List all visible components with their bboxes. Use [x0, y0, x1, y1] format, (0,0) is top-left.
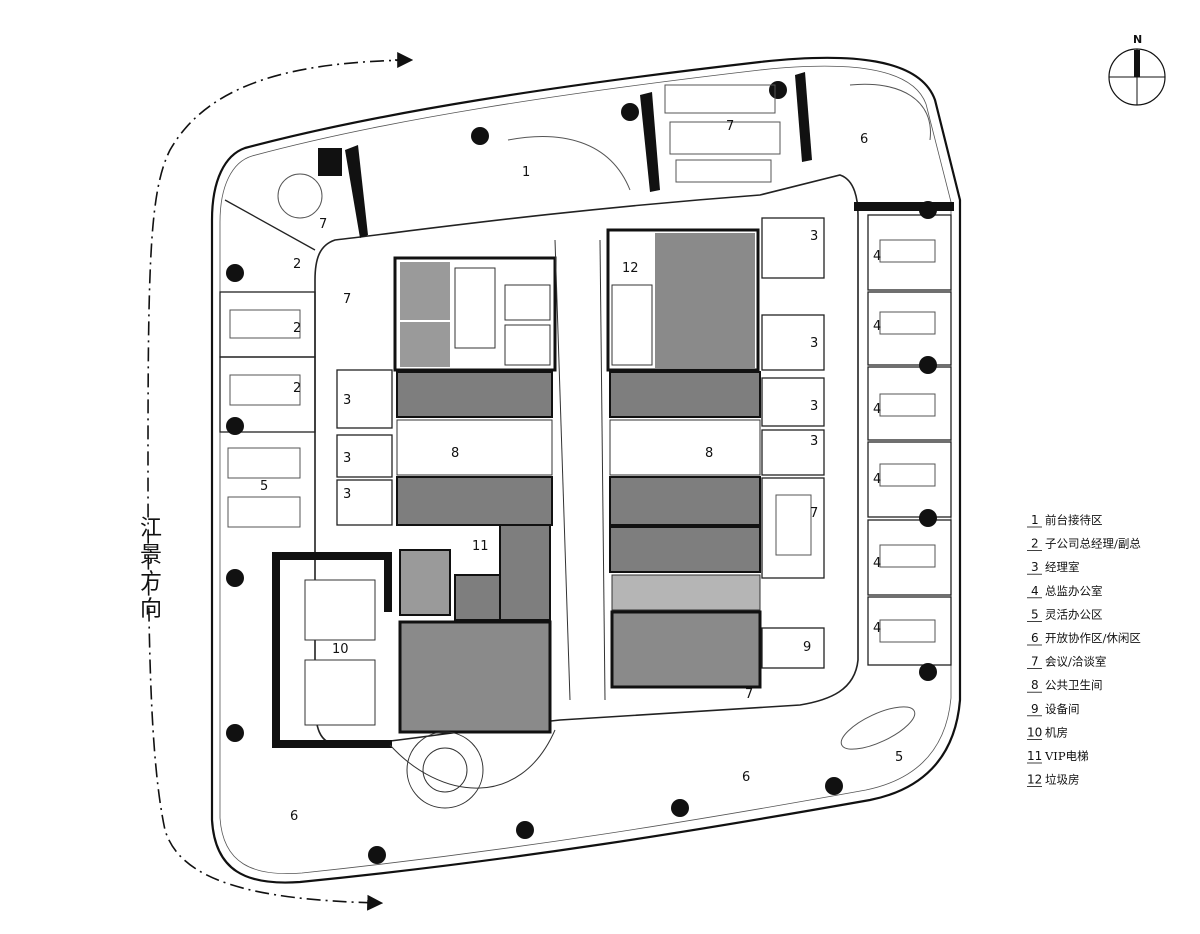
atrium — [389, 239, 606, 809]
legend-text: 公共卫生间 — [1045, 678, 1103, 692]
room-label: 6 — [742, 770, 750, 785]
building-envelope — [210, 56, 962, 884]
legend-item: 7 会议/洽谈室 — [1027, 655, 1106, 669]
legend-number: 7 — [1031, 655, 1039, 669]
room-label: 6 — [290, 809, 298, 824]
legend-text: 子公司总经理/副总 — [1045, 537, 1141, 551]
legend-number: 6 — [1031, 631, 1039, 645]
east-offices — [761, 214, 952, 669]
legend-number: 3 — [1031, 560, 1039, 574]
legend-text: 设备间 — [1045, 702, 1080, 716]
legend-text: 总监办公室 — [1045, 584, 1103, 598]
river-label: 江 景 方 向 — [140, 516, 162, 622]
river-label-char: 方 — [140, 570, 162, 595]
legend-text: 灵活办公区 — [1045, 607, 1103, 621]
river-label-char: 向 — [140, 597, 162, 622]
legend-item: 9 设备间 — [1027, 702, 1080, 717]
legend-text: 开放协作区/休闲区 — [1045, 631, 1141, 645]
legend-item: 2 子公司总经理/副总 — [1027, 537, 1141, 551]
room-label: 2 — [293, 321, 301, 336]
legend-text: 会议/洽谈室 — [1045, 655, 1106, 669]
legend: 1 前台接待区 2 子公司总经理/副总 3 经理室 4 总监办公室 5 灵活办公区 6 开放协作区/休… — [1027, 513, 1141, 787]
legend-number: 8 — [1031, 678, 1039, 692]
room-label: 4 — [873, 472, 881, 487]
legend-item: 4 总监办公室 — [1027, 584, 1103, 599]
room-label: 4 — [873, 402, 881, 417]
room-label: 2 — [293, 381, 301, 396]
room-label: 4 — [873, 556, 881, 571]
legend-number: 12 — [1027, 773, 1042, 787]
legend-number: 5 — [1031, 607, 1039, 621]
legend-item: 3 经理室 — [1027, 560, 1080, 575]
room-label: 3 — [343, 451, 351, 466]
legend-text: 垃圾房 — [1045, 773, 1080, 787]
room-label: 9 — [803, 640, 811, 655]
room-label: 3 — [343, 487, 351, 502]
room-label: 8 — [451, 446, 459, 461]
room-label: 3 — [810, 336, 818, 351]
room-label: 7 — [343, 292, 351, 307]
furniture — [227, 83, 936, 750]
room-label: 5 — [260, 479, 268, 494]
legend-item: 1 前台接待区 — [1027, 513, 1103, 528]
river-label-char: 江 — [140, 516, 162, 541]
north-compass: N — [1108, 33, 1166, 106]
river-label-char: 景 — [140, 543, 162, 568]
room-label: 11 — [472, 539, 489, 554]
legend-number: 4 — [1031, 584, 1039, 598]
room-label: 12 — [622, 261, 639, 276]
legend-item: 8 公共卫生间 — [1027, 678, 1103, 693]
room-label: 7 — [726, 119, 734, 134]
legend-number: 2 — [1031, 537, 1039, 551]
legend-item: 5 灵活办公区 — [1027, 607, 1103, 622]
north-label: N — [1133, 33, 1142, 46]
west-offices — [219, 199, 393, 526]
room-label: 4 — [873, 249, 881, 264]
room-label: 8 — [705, 446, 713, 461]
legend-text: 经理室 — [1045, 560, 1080, 574]
columns — [226, 81, 937, 864]
legend-text: 机房 — [1045, 725, 1068, 739]
room-label: 7 — [745, 687, 753, 702]
east-core — [606, 228, 762, 689]
view-direction-path — [147, 59, 411, 911]
room-label: 3 — [810, 399, 818, 414]
room-label: 1 — [522, 165, 530, 180]
building-envelope-inner — [219, 65, 952, 875]
legend-number: 11 — [1027, 749, 1042, 763]
room-labels: 1 7 6 7 2 2 2 7 12 3 3 3 3 3 3 3 4 4 4 4… — [260, 119, 903, 824]
room-label: 4 — [873, 319, 881, 334]
legend-item: 6 开放协作区/休闲区 — [1027, 631, 1141, 646]
room-label: 7 — [810, 506, 818, 521]
room-label: 7 — [319, 217, 327, 232]
room-label: 3 — [810, 434, 818, 449]
room-label: 5 — [895, 750, 903, 765]
room-label: 6 — [860, 132, 868, 147]
structural-walls — [272, 72, 954, 748]
server-room-racks — [304, 579, 376, 726]
room-label: 2 — [293, 257, 301, 272]
legend-number: 9 — [1031, 702, 1039, 716]
room-label: 3 — [810, 229, 818, 244]
legend-number: 10 — [1027, 725, 1042, 739]
legend-text: 前台接待区 — [1045, 513, 1103, 527]
room-label: 3 — [343, 393, 351, 408]
legend-number: 1 — [1031, 513, 1039, 527]
room-label: 10 — [332, 642, 349, 657]
room-label: 4 — [873, 621, 881, 636]
west-core — [393, 256, 557, 734]
legend-text: VIP电梯 — [1044, 749, 1089, 763]
